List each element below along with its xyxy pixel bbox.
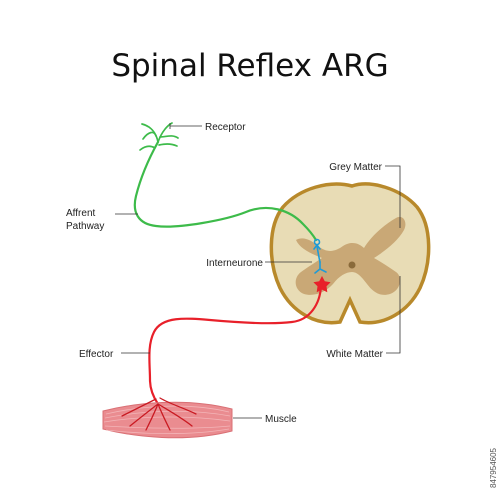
muscle bbox=[102, 397, 233, 439]
motor-end-branches bbox=[121, 397, 197, 431]
interneurone bbox=[313, 238, 327, 274]
diagram-title: Spinal Reflex ARG bbox=[111, 48, 388, 84]
muscle-fibers bbox=[103, 405, 231, 435]
white-matter-leader bbox=[386, 276, 401, 354]
effector-label: Effector bbox=[79, 349, 114, 360]
stock-image-id: 847954605 bbox=[489, 447, 498, 488]
receptor-leader bbox=[169, 123, 202, 129]
interneurone-connector bbox=[316, 245, 321, 263]
afferent-pathway bbox=[133, 122, 318, 242]
white-matter-label: White Matter bbox=[326, 349, 383, 360]
central-canal bbox=[348, 261, 356, 269]
muscle-label: Muscle bbox=[265, 414, 297, 425]
grey-matter-leader bbox=[385, 165, 401, 228]
receptor-branches bbox=[139, 122, 179, 151]
affrent-label-line2: Pathway bbox=[66, 221, 104, 232]
receptor-label: Receptor bbox=[205, 122, 246, 133]
interneurone-label: Interneurone bbox=[206, 258, 263, 269]
interneurone-fork-lower bbox=[314, 261, 327, 274]
leader-lines bbox=[115, 123, 401, 419]
efferent-nerve-fiber bbox=[148, 284, 323, 406]
afferent-nerve-fiber bbox=[133, 140, 318, 242]
grey-matter-region bbox=[295, 216, 406, 295]
grey-matter-label: Grey Matter bbox=[329, 162, 382, 173]
spinal-cord-cross-section bbox=[269, 182, 431, 325]
motor-neuron-star-icon bbox=[313, 276, 331, 293]
efferent-pathway bbox=[148, 276, 331, 406]
affrent-label-line1: Affrent bbox=[66, 208, 95, 219]
muscle-body bbox=[102, 401, 233, 439]
